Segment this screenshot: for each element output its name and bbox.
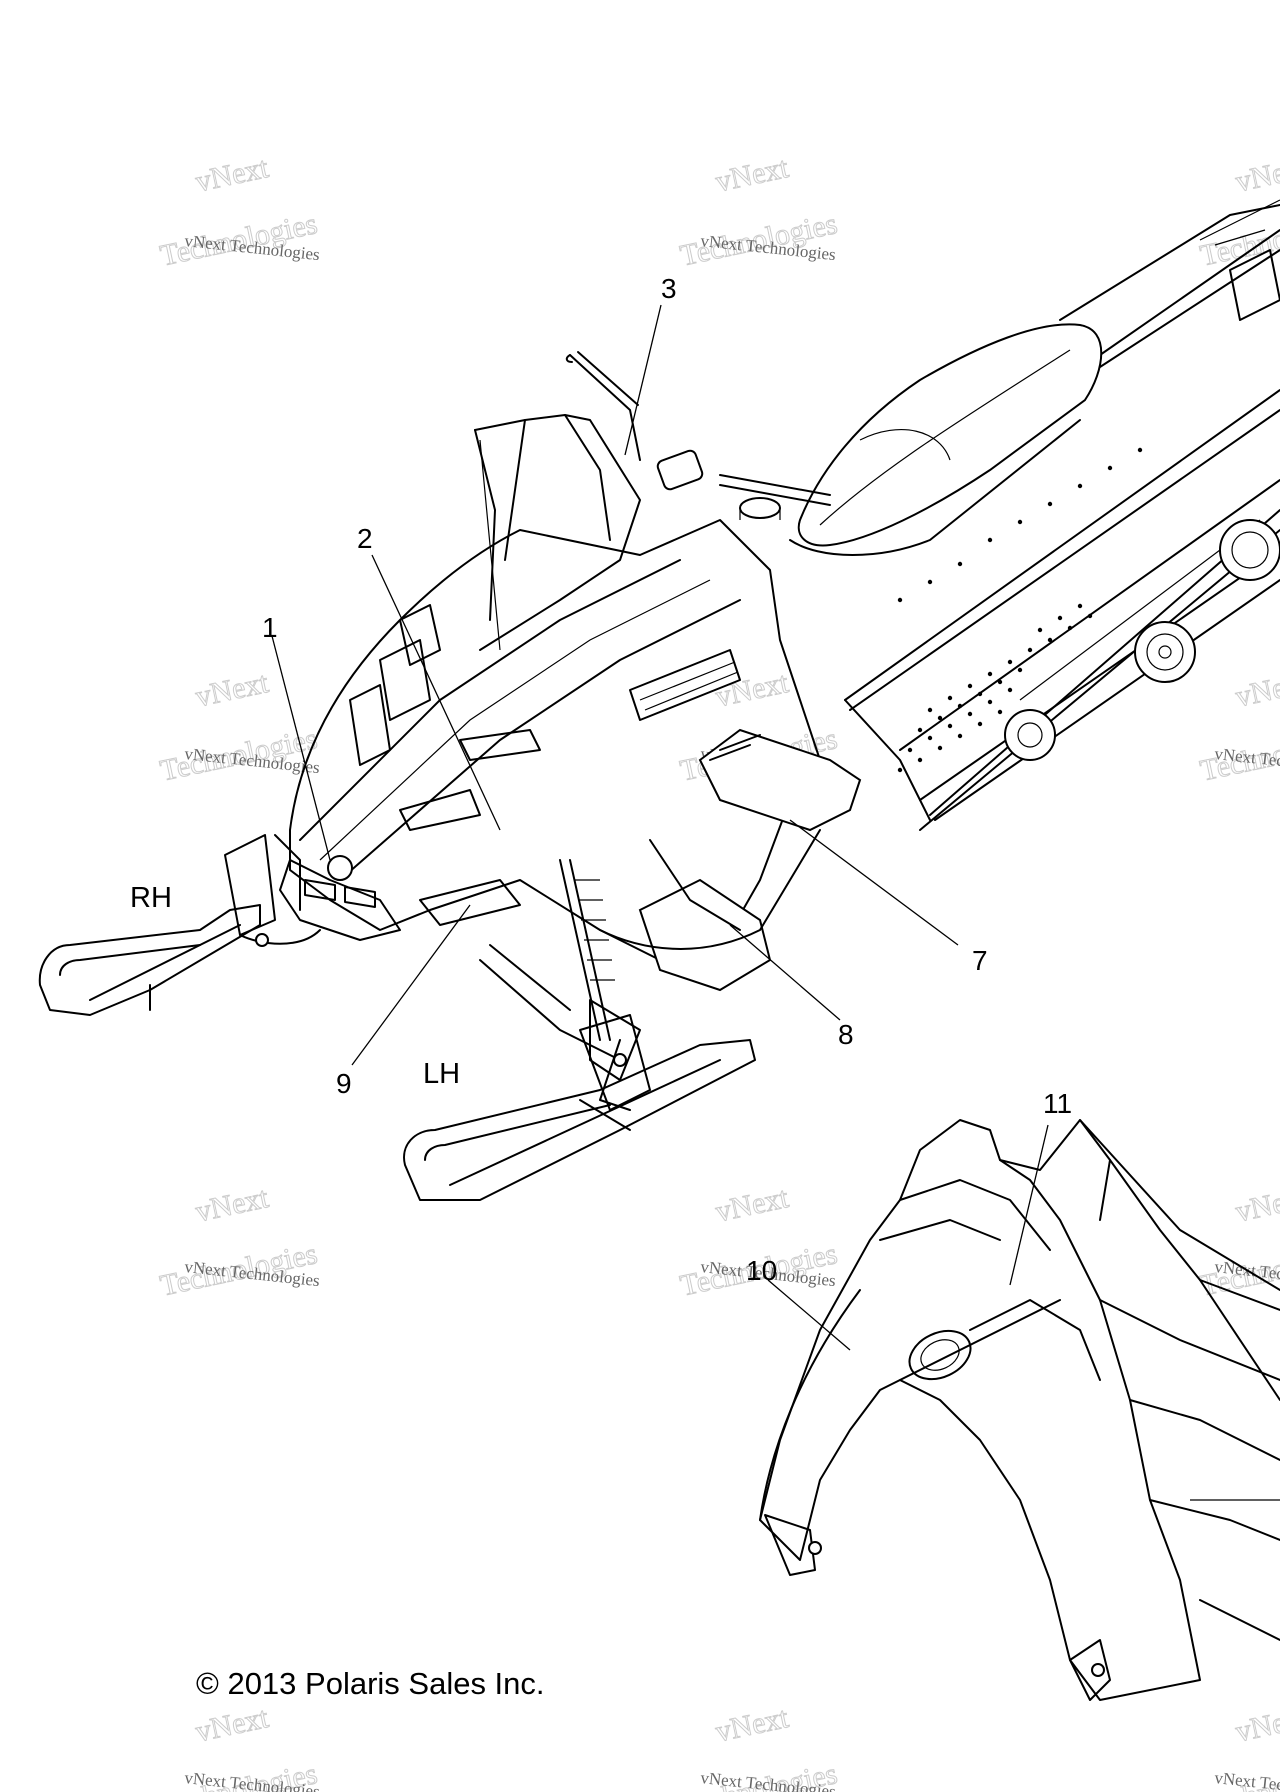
seat — [789, 323, 1103, 556]
leader-11 — [1009, 1124, 1049, 1286]
front-suspension — [479, 859, 641, 1111]
svg-text:vNext: vNext — [1233, 666, 1280, 714]
svg-text:vNext: vNext — [193, 666, 272, 714]
ski-lh — [403, 1014, 756, 1201]
leader-1 — [271, 635, 331, 861]
handlebar — [565, 351, 831, 520]
svg-text:vNext: vNext — [193, 1701, 272, 1749]
svg-text:vNext: vNext — [193, 1181, 272, 1229]
callout-7: 7 — [972, 945, 988, 976]
svg-text:vNext: vNext — [713, 1181, 792, 1229]
leader-3 — [624, 304, 662, 456]
side-panel-detail — [759, 1119, 1280, 1701]
leader-7 — [789, 819, 959, 946]
callout-labels: 1 2 3 7 8 9 10 11 RH LH — [130, 273, 1072, 1286]
svg-text:Technologies: Technologies — [1197, 207, 1280, 272]
ski-rh — [38, 834, 321, 1016]
leader-2 — [371, 554, 501, 831]
callout-11: 11 — [1043, 1088, 1072, 1119]
copyright-text: © 2013 Polaris Sales Inc. — [196, 1666, 545, 1701]
svg-text:vNext: vNext — [713, 151, 792, 199]
leader-10 — [767, 1279, 851, 1351]
callout-2: 2 — [357, 523, 373, 554]
watermark-text: vNext Technologies — [1214, 1768, 1280, 1792]
leader-lines — [271, 304, 1049, 1351]
side-label-rh: RH — [130, 882, 172, 914]
callout-10: 10 — [746, 1255, 777, 1286]
leader-8 — [729, 924, 841, 1021]
svg-text:vNext: vNext — [713, 666, 792, 714]
leader-9 — [351, 904, 471, 1066]
svg-text:vNext: vNext — [713, 1701, 792, 1749]
tunnel-and-track — [844, 199, 1280, 831]
callout-9: 9 — [336, 1068, 352, 1099]
hood — [279, 519, 862, 992]
windshield — [474, 414, 641, 651]
watermark: vNext Technologies — [1197, 1180, 1280, 1303]
callout-1: 1 — [262, 612, 278, 643]
svg-text:vNext: vNext — [1233, 1701, 1280, 1749]
callout-3: 3 — [661, 273, 677, 304]
svg-text:vNext: vNext — [1233, 1181, 1280, 1229]
callout-8: 8 — [838, 1019, 854, 1050]
svg-text:vNext: vNext — [1233, 151, 1280, 199]
side-label-lh: LH — [423, 1058, 460, 1090]
svg-text:vNext: vNext — [193, 151, 272, 199]
